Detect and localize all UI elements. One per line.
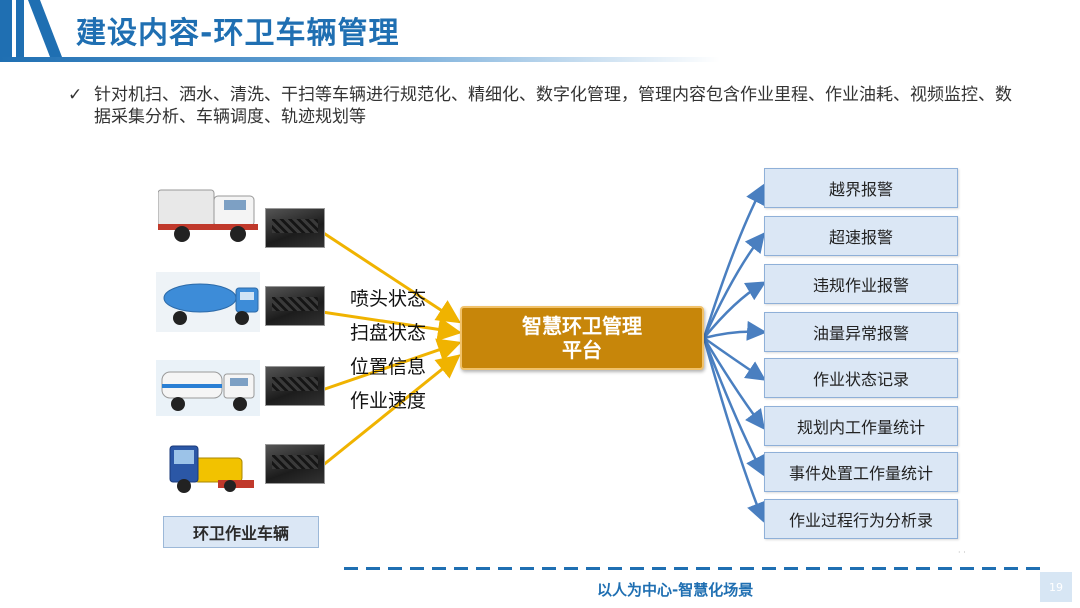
page-number: 19 bbox=[1040, 572, 1072, 602]
platform-title-line2: 平台 bbox=[562, 338, 602, 362]
checkmark-icon: ✓ bbox=[68, 85, 83, 105]
status-label-nozzle: 喷头状态 bbox=[350, 288, 427, 310]
output-work-status-record: 作业状态记录 bbox=[764, 358, 958, 398]
output-arrow-7 bbox=[702, 337, 765, 477]
onboard-terminal-device bbox=[265, 286, 325, 326]
output-arrow-8 bbox=[702, 337, 766, 523]
output-overspeed-alarm: 超速报警 bbox=[764, 216, 958, 256]
water-sprinkler-truck-image bbox=[156, 272, 260, 332]
footer-divider bbox=[344, 567, 1044, 570]
footer-slogan: 以人为中心-智慧化场景 bbox=[597, 581, 754, 599]
input-arrow-1 bbox=[321, 230, 462, 324]
output-fuel-anomaly-alarm: 油量异常报警 bbox=[764, 312, 958, 352]
vehicles-group-label: 环卫作业车辆 bbox=[163, 516, 319, 548]
output-arrow-2 bbox=[702, 232, 766, 339]
output-planned-workload-stats: 规划内工作量统计 bbox=[764, 406, 958, 446]
output-arrow-1 bbox=[702, 183, 765, 339]
road-sweeper-vehicle-image bbox=[169, 445, 254, 493]
title-underline bbox=[0, 57, 720, 62]
cleaning-truck-image bbox=[156, 360, 260, 416]
output-process-behavior-record: 作业过程行为分析录 bbox=[764, 499, 958, 539]
status-label-speed: 作业速度 bbox=[350, 390, 427, 412]
onboard-terminal-device bbox=[265, 208, 325, 248]
page-title: 建设内容-环卫车辆管理 bbox=[76, 16, 400, 51]
status-label-location: 位置信息 bbox=[350, 356, 427, 378]
small-mark: · · bbox=[958, 548, 966, 557]
management-platform-box: 智慧环卫管理 平台 bbox=[460, 306, 704, 370]
output-violation-alarm: 违规作业报警 bbox=[764, 264, 958, 304]
onboard-terminal-device bbox=[265, 366, 325, 406]
output-arrow-4 bbox=[703, 320, 767, 341]
output-arrow-3 bbox=[703, 281, 767, 339]
output-arrow-6 bbox=[702, 337, 765, 431]
input-arrow-3 bbox=[321, 338, 462, 392]
platform-title-line1: 智慧环卫管理 bbox=[522, 314, 642, 338]
bullet-point: ✓ 针对机扫、洒水、清洗、干扫等车辆进行规范化、精细化、数字化管理，管理内容包含… bbox=[68, 84, 1018, 128]
output-arrow-5 bbox=[703, 336, 767, 381]
status-label-brush-disc: 扫盘状态 bbox=[350, 322, 427, 344]
bullet-text: 针对机扫、洒水、清洗、干扫等车辆进行规范化、精细化、数字化管理，管理内容包含作业… bbox=[94, 85, 1012, 127]
output-incident-workload-stats: 事件处置工作量统计 bbox=[764, 452, 958, 492]
input-arrow-4 bbox=[321, 354, 461, 468]
sweeper-truck-image bbox=[158, 189, 258, 242]
output-out-of-bounds-alarm: 越界报警 bbox=[764, 168, 958, 208]
header-accent-stripes bbox=[0, 0, 62, 57]
input-arrow-2 bbox=[321, 310, 462, 342]
onboard-terminal-device bbox=[265, 444, 325, 484]
